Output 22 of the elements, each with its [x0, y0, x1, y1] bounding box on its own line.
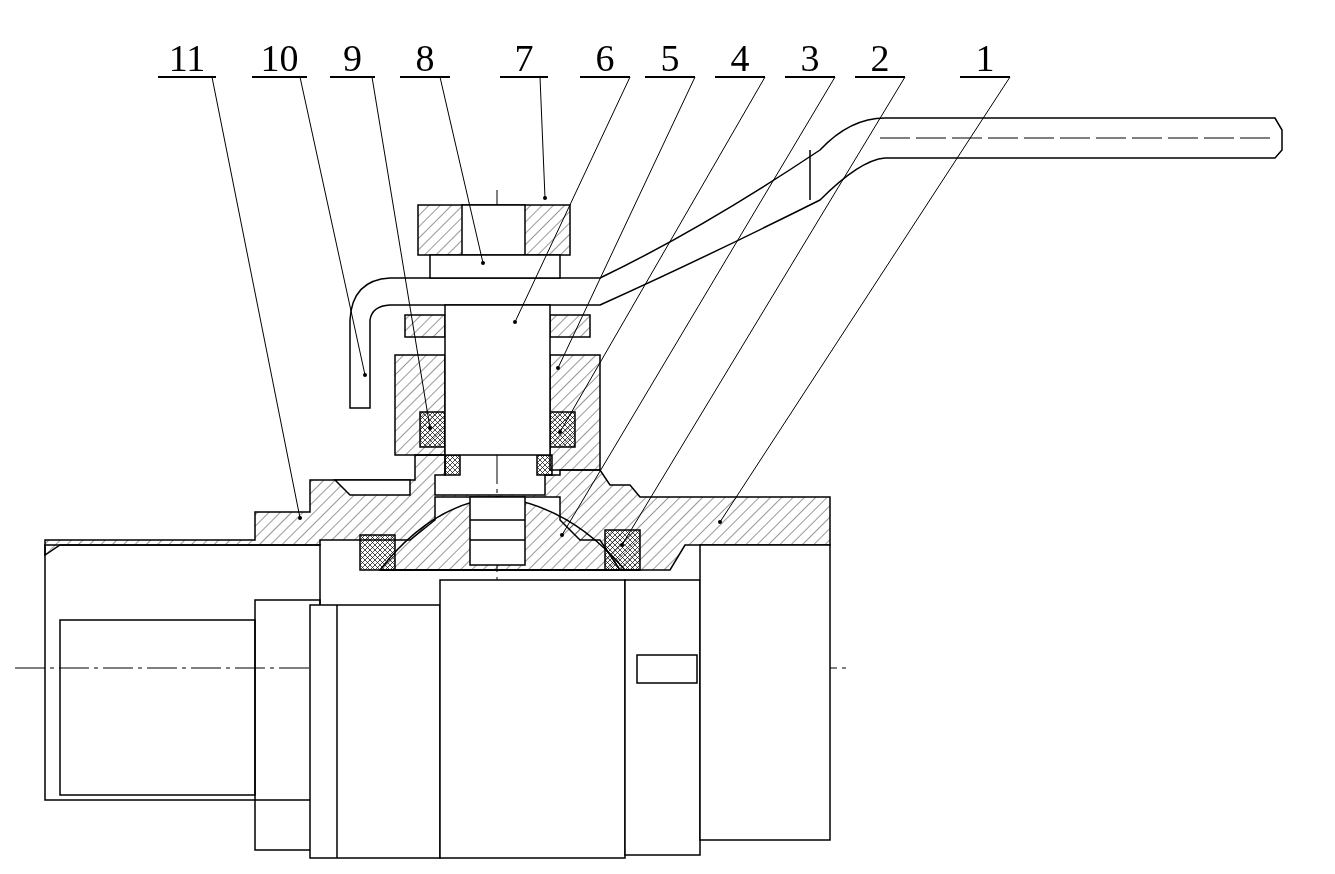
leader-line — [211, 76, 302, 520]
callout-number: 4 — [715, 40, 765, 78]
leader-line — [439, 76, 485, 265]
callout-number: 10 — [252, 40, 307, 78]
leader-line — [620, 76, 906, 547]
callout-number: 8 — [400, 40, 450, 78]
callout-number: 3 — [785, 40, 835, 78]
callout-number: 2 — [855, 40, 905, 78]
callout-number: 9 — [330, 40, 375, 78]
callout-number: 6 — [580, 40, 630, 78]
leader-line — [556, 76, 696, 370]
leader-line — [539, 76, 547, 200]
leader-line — [299, 76, 367, 377]
leader-line — [718, 76, 1011, 524]
callout-number: 5 — [645, 40, 695, 78]
callout-number: 11 — [158, 40, 216, 78]
leader-line — [513, 76, 631, 324]
leader-line — [371, 76, 432, 430]
callout-number: 1 — [960, 40, 1010, 78]
leader-line — [558, 76, 766, 434]
callout-number: 7 — [500, 40, 548, 78]
leader-line — [560, 76, 836, 537]
